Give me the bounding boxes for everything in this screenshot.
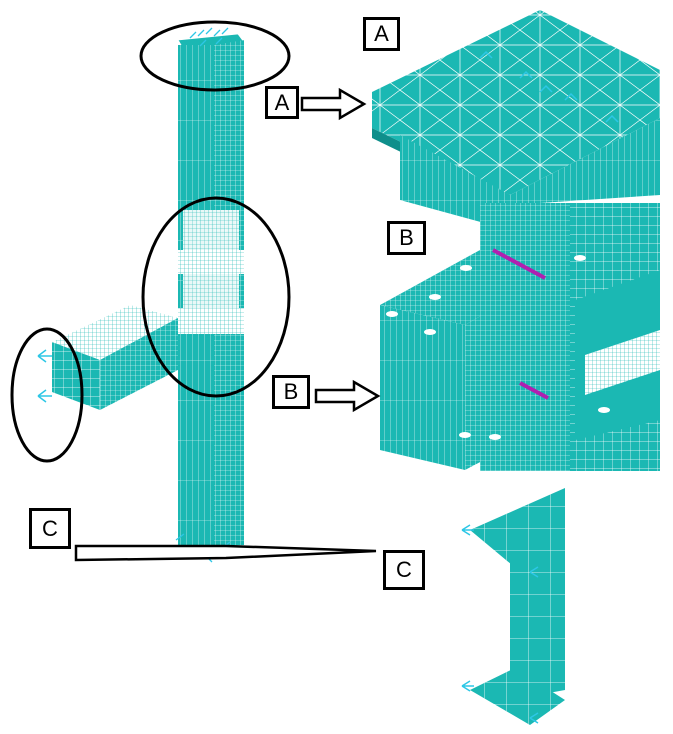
beam-top-flange bbox=[52, 305, 178, 360]
beam-end-constraint-icon bbox=[37, 349, 52, 403]
detail-a-view bbox=[372, 10, 660, 230]
label-c-detail: C bbox=[383, 550, 425, 590]
detail-c-view bbox=[461, 488, 565, 725]
column-top-constraint-icon bbox=[189, 27, 229, 47]
beam-end-face bbox=[52, 342, 100, 410]
label-b-detail: B bbox=[387, 221, 426, 255]
label-b-callout: B bbox=[272, 375, 310, 409]
detail-b-beam-web bbox=[465, 270, 560, 470]
detail-a-cap-plate bbox=[372, 10, 660, 195]
ellipse-beam-end bbox=[10, 327, 84, 463]
arrow-a bbox=[300, 87, 367, 121]
detail-c-constraint-icon bbox=[461, 524, 539, 724]
label-a-detail: A bbox=[363, 17, 400, 51]
detail-b-end-plate bbox=[380, 305, 465, 470]
detail-b-bolt-holes bbox=[386, 255, 610, 440]
label-c-main: C bbox=[29, 508, 71, 549]
bottom-connection-plate bbox=[178, 308, 244, 334]
ellipse-detail-a bbox=[139, 20, 291, 92]
arrow-b bbox=[314, 379, 381, 413]
arrow-c bbox=[74, 544, 377, 562]
top-connection-plate bbox=[178, 250, 244, 274]
detail-a-column-side bbox=[510, 118, 660, 205]
detail-b-highlight-top bbox=[492, 248, 546, 280]
detail-b-top-flange bbox=[380, 250, 560, 325]
detail-c-web bbox=[510, 540, 565, 700]
main-column-model bbox=[37, 27, 245, 563]
label-a-callout: A bbox=[265, 86, 299, 119]
detail-b-highlight-bottom bbox=[519, 381, 549, 400]
detail-c-bottom-flange bbox=[470, 668, 565, 725]
detail-b-stiffener-mesh bbox=[585, 330, 660, 395]
ellipse-detail-b bbox=[141, 196, 291, 398]
detail-a-constraint-icon bbox=[479, 50, 619, 123]
detail-b-view bbox=[380, 203, 660, 471]
beam-web-side bbox=[100, 318, 178, 410]
